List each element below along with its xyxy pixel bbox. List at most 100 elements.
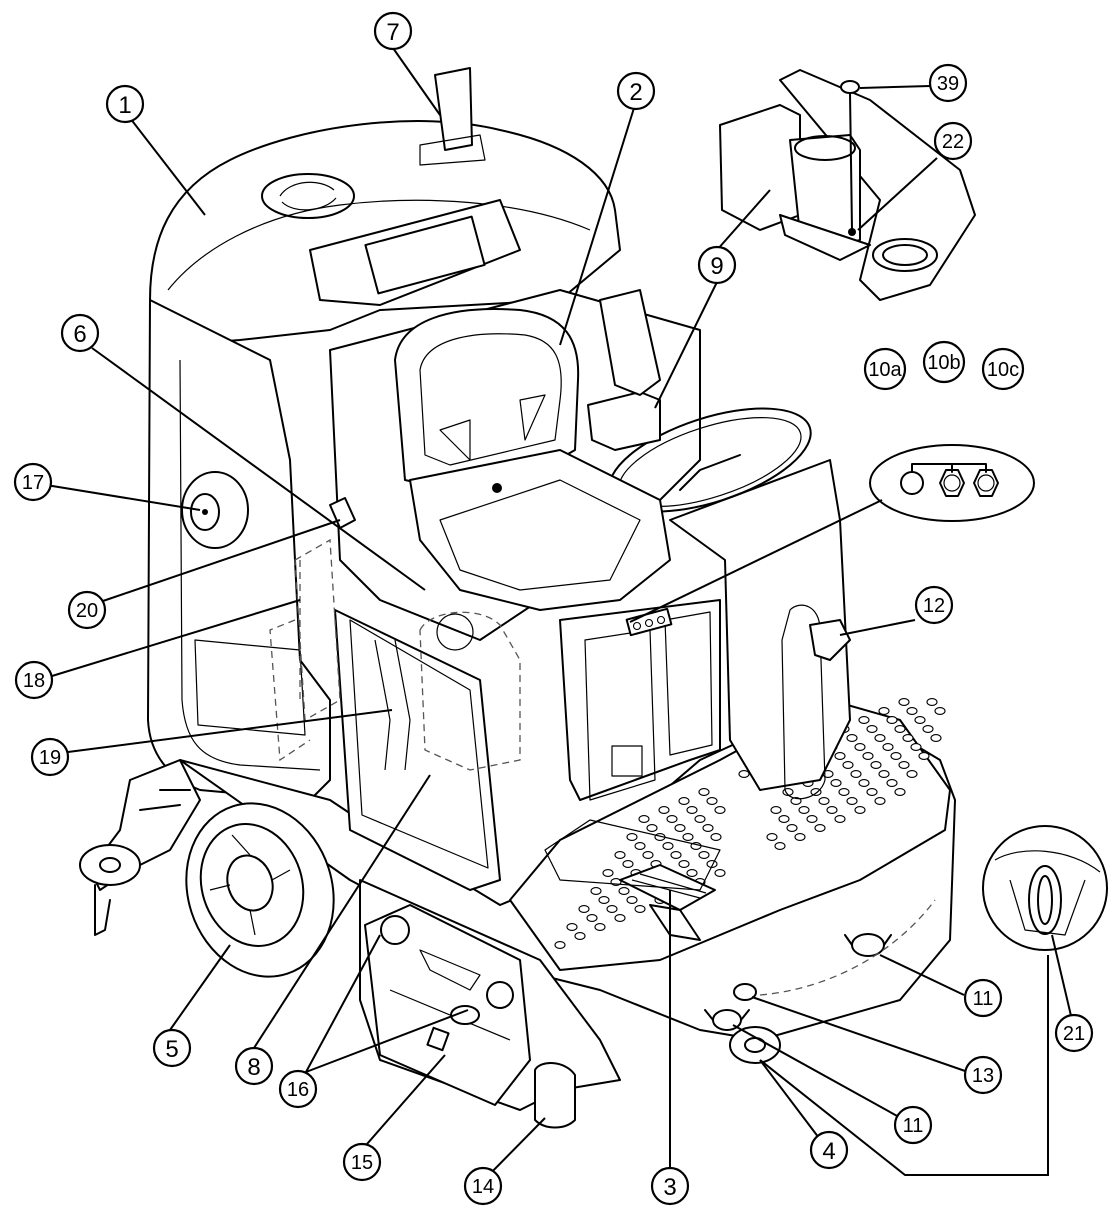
- deck-hole: [710, 833, 722, 841]
- callout-12: 12: [914, 585, 954, 625]
- deck-hole: [566, 923, 578, 931]
- deck-hole: [826, 806, 838, 814]
- deck-hole: [922, 725, 934, 733]
- deck-hole: [594, 923, 606, 931]
- svg-text:19: 19: [39, 747, 61, 769]
- deck-hole: [618, 887, 630, 895]
- deck-hole: [898, 761, 910, 769]
- side-panel: [334, 609, 501, 891]
- deck-hole: [902, 734, 914, 742]
- svg-text:7: 7: [386, 19, 399, 46]
- floor-deck: [509, 699, 951, 971]
- deck-hole: [914, 716, 926, 724]
- hose-connector-left: [704, 1009, 750, 1031]
- callout-11-bottom: 11: [893, 1105, 933, 1145]
- callout-14: 14: [463, 1166, 503, 1206]
- deck-hole: [814, 824, 826, 832]
- indicator-plate: [625, 607, 673, 637]
- svg-text:20: 20: [76, 600, 98, 622]
- deck-hole: [906, 770, 918, 778]
- svg-text:11: 11: [973, 988, 994, 1010]
- callout-9: 9: [697, 245, 737, 285]
- deck-hole: [838, 788, 850, 796]
- svg-text:5: 5: [165, 1036, 178, 1063]
- callout-3: 3: [650, 1166, 690, 1206]
- callout-21: 21: [1054, 1013, 1094, 1053]
- deck-hole: [866, 788, 878, 796]
- callout-15: 15: [342, 1142, 382, 1182]
- deck-hole: [666, 815, 678, 823]
- svg-text:22: 22: [942, 131, 964, 153]
- svg-text:1: 1: [118, 92, 131, 119]
- svg-text:17: 17: [22, 472, 44, 494]
- deck-hole: [694, 815, 706, 823]
- svg-text:10b: 10b: [927, 352, 960, 374]
- deck-hole: [770, 806, 782, 814]
- svg-text:14: 14: [472, 1176, 494, 1198]
- svg-text:21: 21: [1063, 1023, 1085, 1045]
- svg-text:18: 18: [23, 670, 45, 692]
- deck-hole: [626, 833, 638, 841]
- top-fitting: [434, 67, 473, 151]
- deck-hole: [894, 725, 906, 733]
- deck-hole: [834, 752, 846, 760]
- deck-hole: [846, 797, 858, 805]
- callout-13: 13: [963, 1055, 1003, 1095]
- svg-text:8: 8: [247, 1054, 260, 1081]
- detail-cup-holder: [719, 69, 976, 301]
- deck-hole: [794, 833, 806, 841]
- svg-text:13: 13: [972, 1065, 994, 1087]
- deck-hole: [854, 806, 866, 814]
- bumper-roller: [534, 1062, 576, 1129]
- callout-22: 22: [933, 121, 973, 161]
- callout-7: 7: [373, 11, 413, 51]
- leader-lines: [39, 47, 1073, 1183]
- deck-hole: [698, 788, 710, 796]
- deck-hole: [878, 707, 890, 715]
- deck-hole: [858, 716, 870, 724]
- deck-hole: [778, 815, 790, 823]
- deck-hole: [554, 941, 566, 949]
- deck-hole: [934, 707, 946, 715]
- callout-6: 6: [60, 313, 100, 353]
- svg-text:6: 6: [73, 321, 86, 348]
- svg-text:12: 12: [923, 595, 945, 617]
- deck-hole: [878, 770, 890, 778]
- svg-text:4: 4: [822, 1138, 835, 1165]
- deck-hole: [686, 806, 698, 814]
- deck-hole: [590, 887, 602, 895]
- deck-hole: [702, 824, 714, 832]
- deck-hole: [846, 734, 858, 742]
- deck-hole: [622, 860, 634, 868]
- deck-hole: [674, 824, 686, 832]
- deck-hole: [798, 806, 810, 814]
- deck-hole: [670, 851, 682, 859]
- deck-hole: [634, 842, 646, 850]
- deck-hole: [642, 851, 654, 859]
- squeegee-assembly: [79, 759, 201, 936]
- deck-hole: [614, 914, 626, 922]
- deck-hole: [854, 743, 866, 751]
- svg-text:16: 16: [287, 1079, 309, 1101]
- deck-hole: [606, 905, 618, 913]
- operator-seat: [394, 308, 671, 611]
- deck-hole: [890, 752, 902, 760]
- callout-20: 20: [67, 590, 107, 630]
- drive-lever: [809, 619, 851, 661]
- deck-hole: [926, 698, 938, 706]
- deck-hole: [646, 824, 658, 832]
- machine-body: [79, 67, 956, 1129]
- deck-hole: [766, 833, 778, 841]
- deck-hole: [638, 815, 650, 823]
- svg-text:9: 9: [710, 253, 723, 280]
- deck-hole: [898, 698, 910, 706]
- deck-hole: [714, 869, 726, 877]
- deck-hole: [866, 725, 878, 733]
- hose-connector-right: [844, 933, 892, 957]
- deck-hole: [930, 734, 942, 742]
- callout-2: 2: [616, 71, 656, 111]
- deck-hole: [598, 896, 610, 904]
- deck-hole: [858, 779, 870, 787]
- deck-hole: [682, 833, 694, 841]
